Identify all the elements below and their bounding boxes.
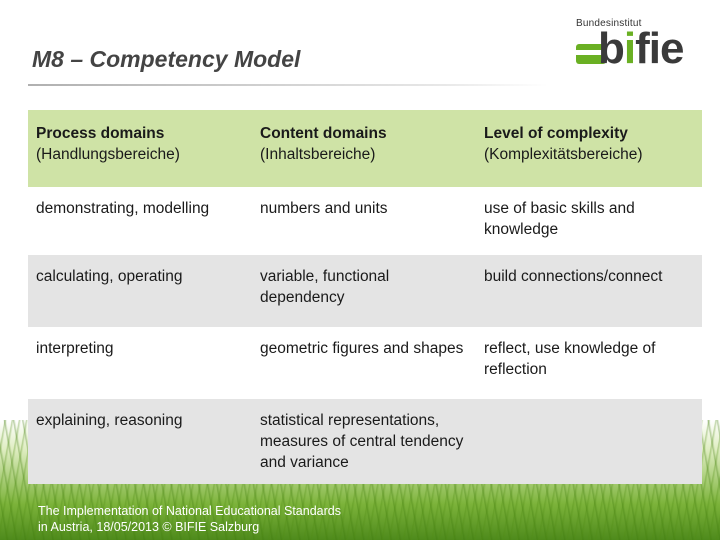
table-cell: interpreting bbox=[28, 327, 252, 399]
table-cell: demonstrating, modelling bbox=[28, 187, 252, 255]
footer-line-1: The Implementation of National Education… bbox=[38, 504, 341, 518]
logo-top-text: Bundesinstitut bbox=[576, 18, 642, 29]
header-content-domains: Content domains (Inhaltsbereiche) bbox=[252, 110, 476, 187]
header-process-domains: Process domains (Handlungsbereiche) bbox=[28, 110, 252, 187]
table-row: calculating, operating variable, functio… bbox=[28, 255, 702, 327]
table-header-row: Process domains (Handlungsbereiche) Cont… bbox=[28, 110, 702, 187]
table-cell: numbers and units bbox=[252, 187, 476, 255]
table-cell: variable, functional dependency bbox=[252, 255, 476, 327]
table-cell: explaining, reasoning bbox=[28, 399, 252, 484]
header-level-of-complexity: Level of complexity (Komplexitätsbereich… bbox=[476, 110, 702, 187]
table-row: explaining, reasoning statistical repres… bbox=[28, 399, 702, 484]
slide-title: M8 – Competency Model bbox=[32, 46, 301, 72]
table-cell bbox=[476, 399, 702, 484]
competency-table: Process domains (Handlungsbereiche) Cont… bbox=[28, 110, 702, 484]
slide-footer: The Implementation of National Education… bbox=[38, 503, 341, 535]
table-row: demonstrating, modelling numbers and uni… bbox=[28, 187, 702, 255]
title-divider bbox=[28, 84, 548, 86]
table-cell: geometric figures and shapes bbox=[252, 327, 476, 399]
table-cell: reflect, use knowledge of reflection bbox=[476, 327, 702, 399]
bifie-logo: Bundesinstitut bifie bbox=[572, 18, 704, 74]
table-cell: use of basic skills and knowledge bbox=[476, 187, 702, 255]
logo-mark-gap bbox=[576, 50, 606, 55]
table-row: interpreting geometric figures and shape… bbox=[28, 327, 702, 399]
footer-line-2: in Austria, 18/05/2013 © BIFIE Salzburg bbox=[38, 520, 260, 534]
logo-wordmark: bifie bbox=[598, 24, 684, 73]
table-cell: calculating, operating bbox=[28, 255, 252, 327]
table-cell: build connections/connect bbox=[476, 255, 702, 327]
table-cell: statistical representations, measures of… bbox=[252, 399, 476, 484]
